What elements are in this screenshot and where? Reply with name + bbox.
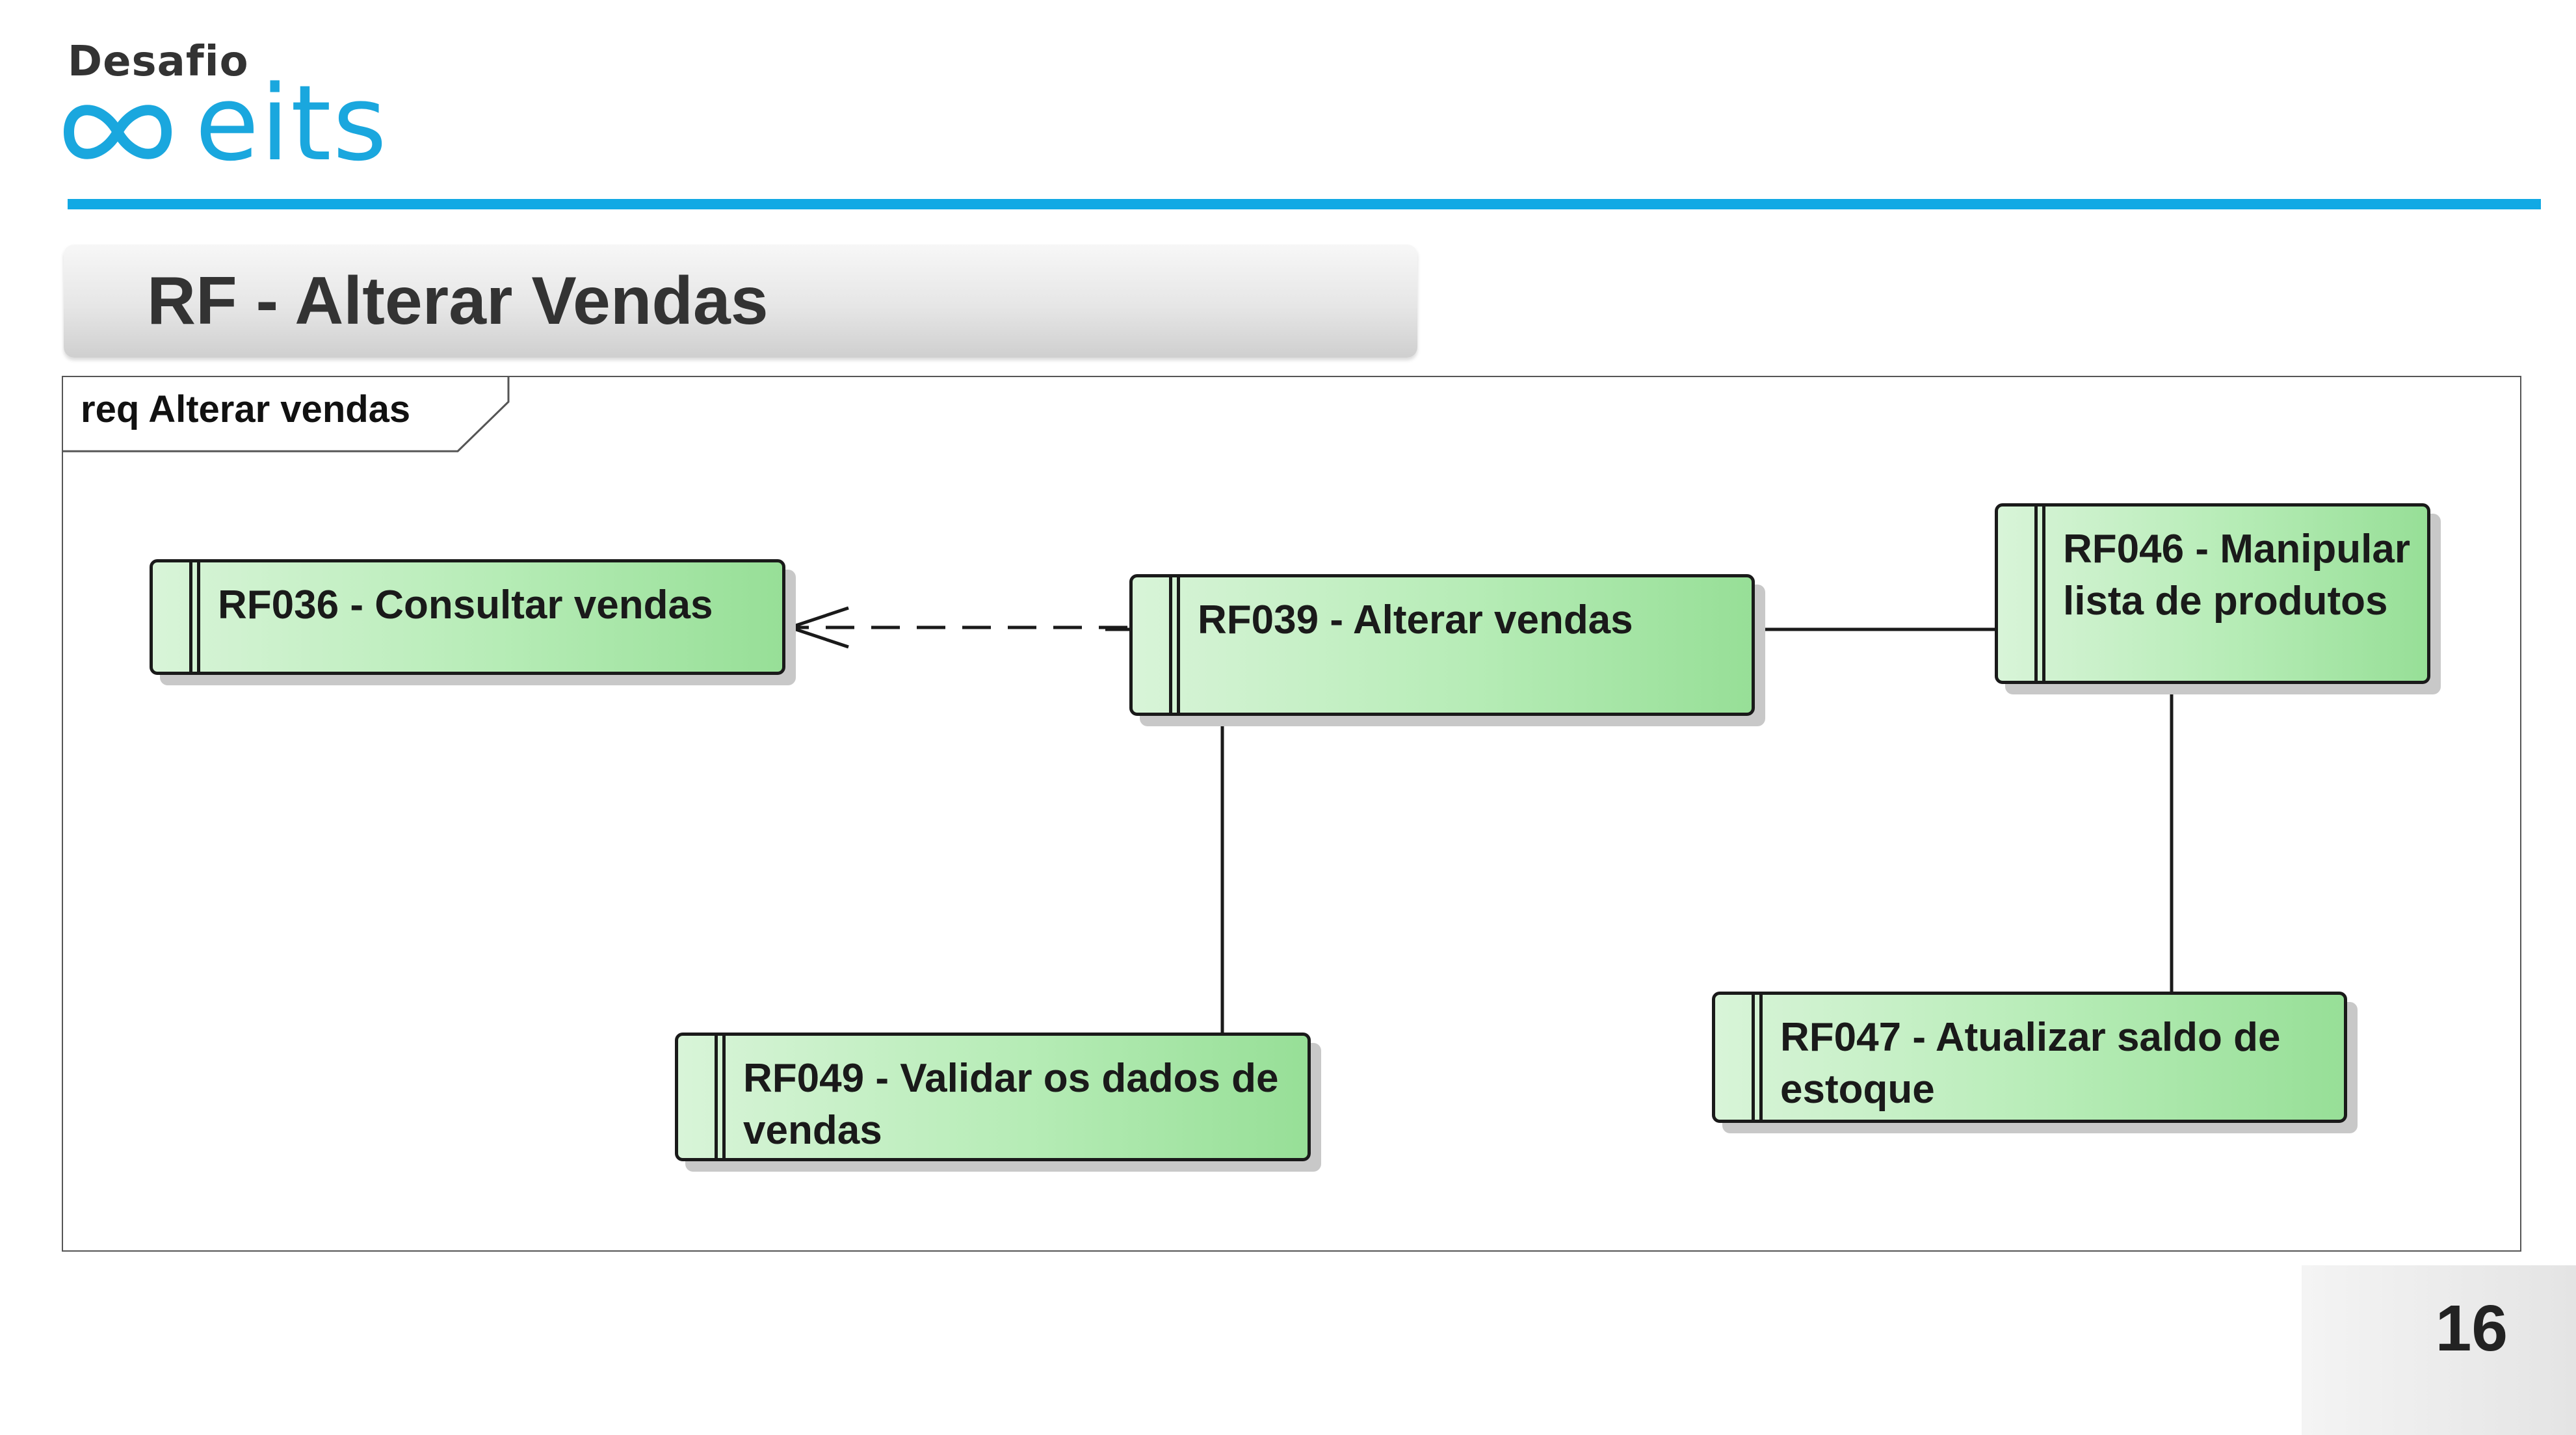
page-number: 16 xyxy=(2435,1292,2508,1365)
requirement-rf046: RF046 - Manipular lista de produtos xyxy=(1995,503,2430,684)
header-divider xyxy=(68,199,2541,209)
requirement-rf036: RF036 - Consultar vendas xyxy=(150,559,785,675)
requirement-label: RF047 - Atualizar saldo de estoque xyxy=(1780,1015,2281,1112)
frame-label: req Alterar vendas xyxy=(81,388,411,430)
requirement-rf039: RF039 - Alterar vendas xyxy=(1129,574,1755,716)
slide-title: RF - Alterar Vendas xyxy=(147,263,769,339)
requirement-rf047: RF047 - Atualizar saldo de estoque xyxy=(1712,992,2347,1123)
page-number-box: 16 xyxy=(2302,1265,2576,1435)
logo-eits-text: eits xyxy=(195,62,388,184)
requirement-label: RF049 - Validar os dados de vendas xyxy=(743,1056,1279,1153)
requirement-label: RF039 - Alterar vendas xyxy=(1198,598,1633,642)
infinity-icon xyxy=(63,105,172,159)
requirement-label: RF036 - Consultar vendas xyxy=(218,583,713,627)
arrowhead-icon xyxy=(785,606,849,649)
requirement-rf049: RF049 - Validar os dados de vendas xyxy=(675,1033,1311,1161)
frame-label-tab xyxy=(62,376,510,453)
title-bar: RF - Alterar Vendas xyxy=(64,244,1417,358)
diagram-frame xyxy=(62,376,2521,1252)
requirement-label: RF046 - Manipular lista de produtos xyxy=(2063,527,2410,624)
logo-desafio-text: Desafio xyxy=(68,38,249,86)
